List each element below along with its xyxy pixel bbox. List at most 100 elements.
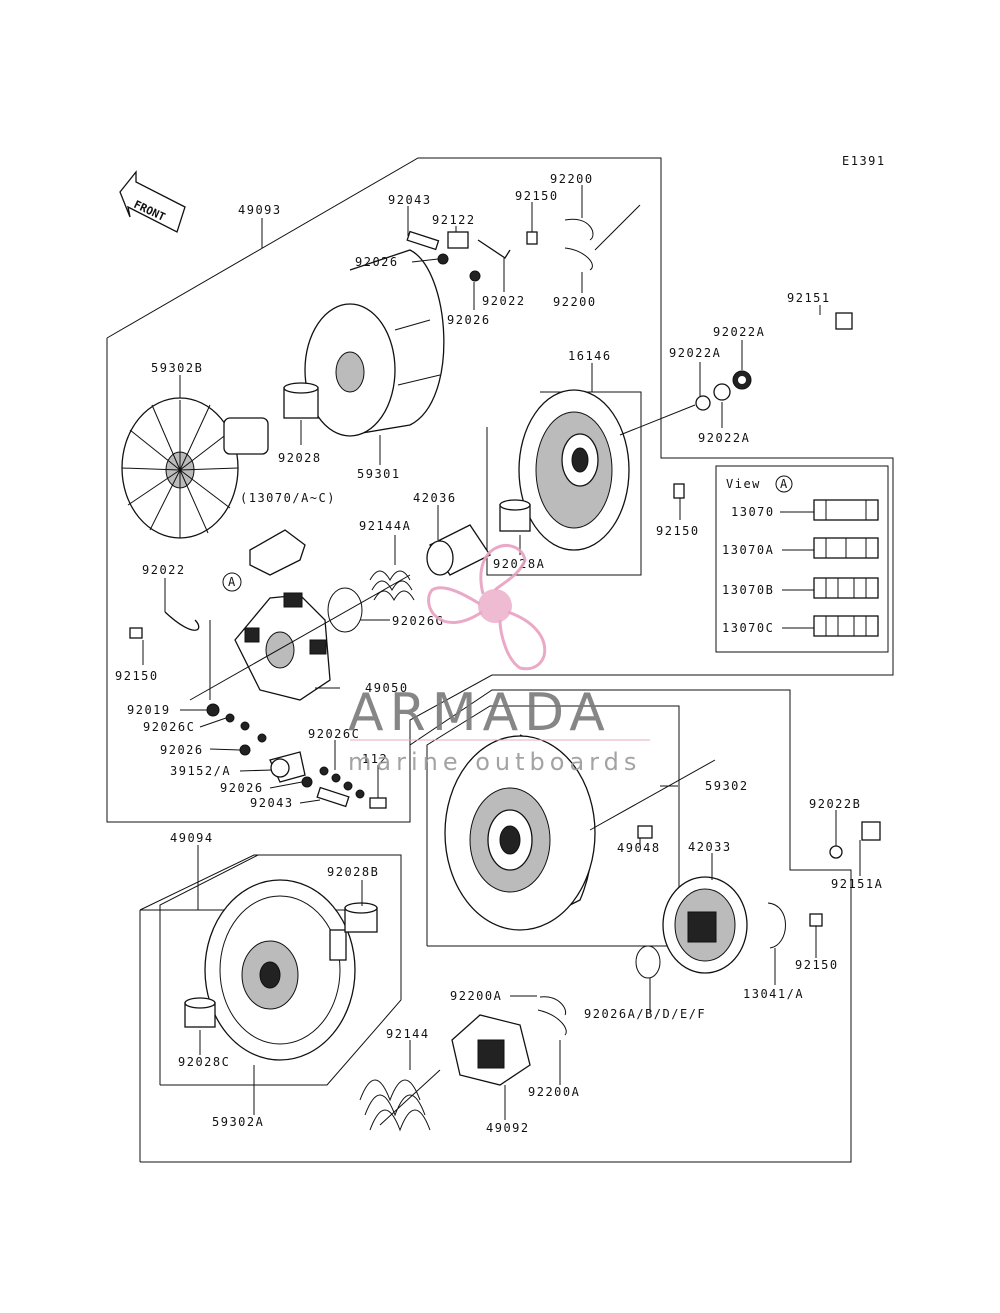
view-label-1: 13070A (722, 543, 774, 557)
oring-92026g (327, 587, 363, 633)
sheave-59302b (121, 397, 269, 539)
part-label: 92043 (250, 796, 294, 810)
washer-row (206, 703, 387, 809)
view-label-2: 13070B (722, 583, 774, 597)
part-label: 59302B (151, 361, 203, 375)
part-label: 49093 (238, 203, 282, 217)
watermark-title: ARMADA (348, 683, 611, 743)
drum-59301 (304, 249, 445, 437)
washer-92022a-a (695, 395, 711, 411)
part-label: 42033 (688, 840, 732, 854)
part-label: 59302 (705, 779, 749, 793)
diagram-code: E1391 (842, 154, 886, 168)
part-label: 92022B (809, 797, 861, 811)
part-label: 13041/A (743, 987, 804, 1001)
circlip-92200-a (564, 218, 594, 241)
part-label: 42036 (413, 491, 457, 505)
spring-92144 (359, 1069, 441, 1132)
part-label: 92026C (308, 727, 360, 741)
sheave-59302a (204, 879, 356, 1061)
weight-shoe-13070 (813, 499, 879, 521)
part-label: 92200A (450, 989, 502, 1003)
part-label: 92022 (482, 294, 526, 308)
washer-92026-b (469, 270, 481, 282)
bolt-92151a (861, 821, 881, 841)
part-label: 92200 (550, 172, 594, 186)
clip-13041 (767, 902, 786, 949)
spider-49050 (234, 592, 331, 701)
part-labels: 49093 92043 92122 92150 92200 92026 9202… (115, 172, 883, 1135)
cam-42033 (662, 876, 748, 974)
part-label: 92200A (528, 1085, 580, 1099)
bolt-92150-a (526, 231, 538, 245)
ramp-49092 (451, 1014, 531, 1086)
part-label: 16146 (568, 349, 612, 363)
part-label: 92200 (553, 295, 597, 309)
part-label: 59301 (357, 467, 401, 481)
part-label: 92151 (787, 291, 831, 305)
bushing-92028b (344, 902, 378, 933)
bolt-92151 (758, 312, 853, 374)
front-arrow-icon: FRONT (119, 170, 186, 233)
part-label: 92026A/B/D/E/F (584, 1007, 706, 1021)
part-label: 92022 (142, 563, 186, 577)
weight-shoe-13070b (813, 577, 879, 599)
view-label-3: 13070C (722, 621, 774, 635)
part-label: 92022A (698, 431, 750, 445)
circlip-92200a-b (537, 1009, 567, 1036)
ring-92026a (635, 945, 661, 979)
part-label: 92028 (278, 451, 322, 465)
part-label: 92122 (432, 213, 476, 227)
part-label: 92144 (386, 1027, 430, 1041)
part-label: 92144A (359, 519, 411, 533)
part-label: 49092 (486, 1121, 530, 1135)
view-label-0: 13070 (731, 505, 775, 519)
part-label: 92043 (388, 193, 432, 207)
part-label: 49094 (170, 831, 214, 845)
part-label: 92026 (447, 313, 491, 327)
leader-lines (142, 185, 861, 1120)
part-label: 92026 (160, 743, 204, 757)
part-label: 92028A (493, 557, 545, 571)
propeller-icon (427, 544, 547, 671)
cover-16146 (518, 389, 630, 551)
part-label: 92028B (327, 865, 379, 879)
callout-a (222, 572, 242, 592)
part-label: 92150 (515, 189, 559, 203)
clip-92022-b (164, 611, 200, 631)
part-label: 92026 (220, 781, 264, 795)
part-label: 92150 (795, 958, 839, 972)
part-label: 92151A (831, 877, 883, 891)
part-label: 92026C (143, 720, 195, 734)
view-marker: A (780, 477, 789, 491)
bushing-92028c (184, 997, 216, 1028)
bolt-92150-b (673, 483, 685, 499)
bushing-92028a (499, 499, 531, 532)
pin-92043 (406, 230, 440, 251)
weight-shoe-13070a (813, 537, 879, 559)
washer-92022a-b (713, 383, 731, 401)
part-label: 92026G (392, 614, 444, 628)
part-label: (13070/A~C) (240, 491, 336, 505)
part-label: 92150 (656, 524, 700, 538)
sleeve-42036 (426, 524, 491, 576)
part-label: 59302A (212, 1115, 264, 1129)
sheave-59302 (444, 734, 596, 931)
circlip-92200a-a (539, 996, 567, 1016)
part-label: 92028C (178, 1055, 230, 1069)
part-label: 92150 (115, 669, 159, 683)
part-label: 49050 (365, 681, 409, 695)
pin-49048 (637, 825, 653, 839)
view-title: View (726, 477, 761, 491)
part-label: 92026 (355, 255, 399, 269)
washer-92026-a (437, 253, 449, 265)
watermark-logo: ARMADA marine outboards (348, 544, 650, 776)
roller-92122 (447, 231, 469, 249)
part-label: 92022A (713, 325, 765, 339)
part-label: 39152/A (170, 764, 231, 778)
callout-a-label: A (228, 575, 237, 589)
part-label: 112 (362, 752, 388, 766)
weight-shoe-13070c (813, 615, 879, 637)
